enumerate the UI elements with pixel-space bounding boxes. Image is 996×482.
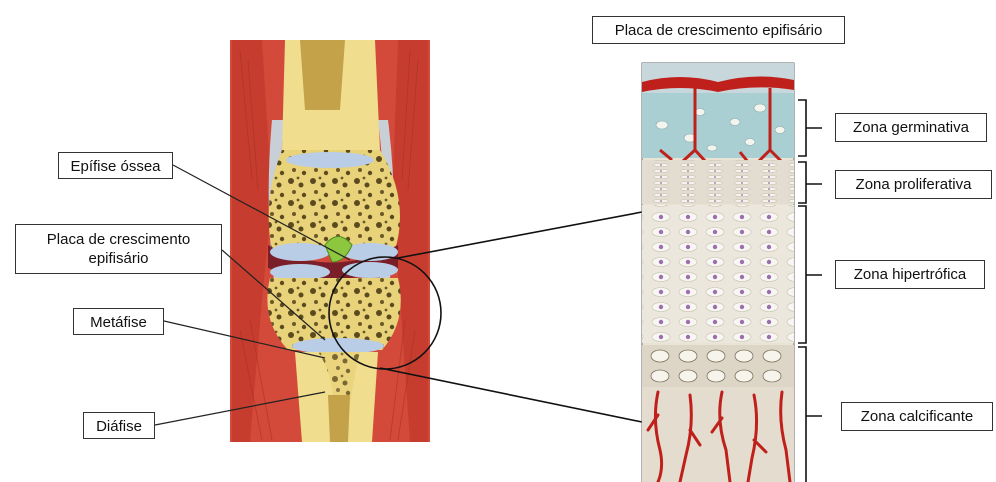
label-placa-crescimento: Placa de crescimento epifisário [15, 224, 222, 274]
label-placa-line2: epifisário [22, 249, 215, 268]
label-epifise: Epífise óssea [58, 152, 173, 179]
femur-cartilage-left [270, 243, 330, 261]
femur-marrow [300, 40, 345, 110]
upper-growth-plate [286, 152, 374, 168]
zone-brackets [798, 100, 822, 482]
label-zona-calcificante: Zona calcificante [841, 402, 993, 431]
growth-plate-strip [642, 63, 794, 482]
knee-illustration [230, 40, 430, 442]
proliferative-zone-fill [642, 160, 794, 204]
label-placa-line1: Placa de crescimento [22, 230, 215, 249]
label-diafise: Diáfise [83, 412, 155, 439]
tibia-cartilage-right [342, 262, 398, 278]
tibia-cartilage-left [270, 264, 330, 280]
label-metafise: Metáfise [73, 308, 164, 335]
lower-growth-plate [292, 338, 384, 354]
hypertrophic-zone-fill [642, 205, 794, 343]
calcifying-zone-fill [642, 387, 794, 482]
tibia-marrow [328, 395, 350, 442]
label-zona-proliferativa: Zona proliferativa [835, 170, 992, 199]
label-zona-germinativa: Zona germinativa [835, 113, 987, 142]
diagram-title: Placa de crescimento epifisário [592, 16, 845, 44]
label-zona-hipertrofica: Zona hipertrófica [835, 260, 985, 289]
